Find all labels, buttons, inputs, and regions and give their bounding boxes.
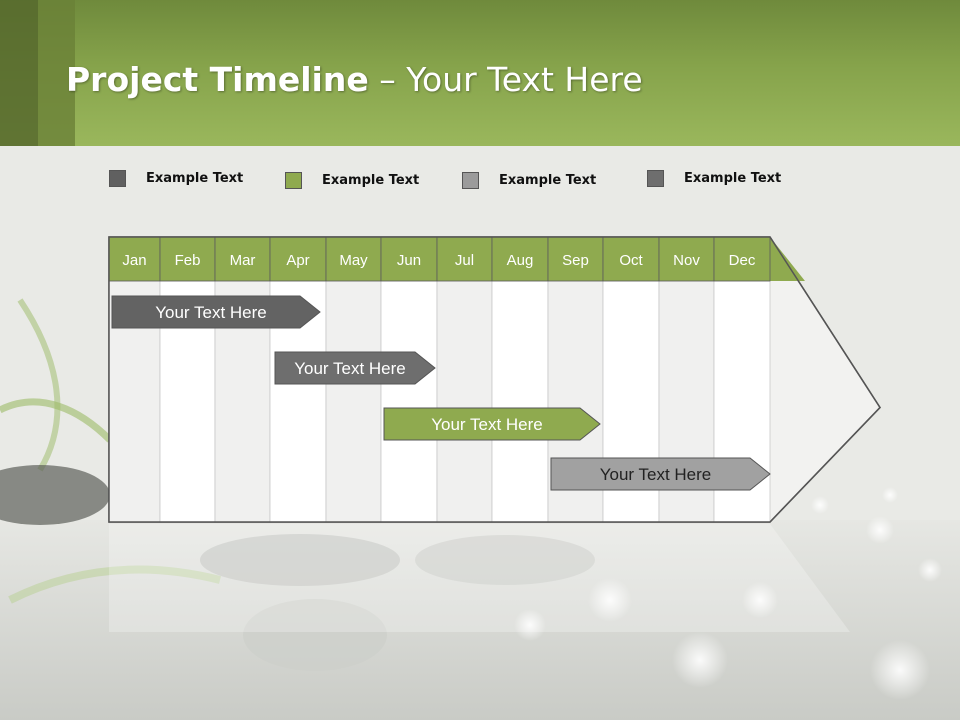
stone-shape: [415, 535, 595, 585]
header-accent-strip: [38, 0, 75, 146]
month-header-cell: [380, 236, 438, 282]
month-header-cell: [547, 236, 604, 282]
month-header-cell: [269, 236, 327, 282]
month-label: Nov: [673, 252, 700, 269]
month-label: May: [339, 252, 368, 269]
month-label: Oct: [619, 252, 643, 269]
month-header-cell: [602, 236, 660, 282]
leaf-shape: [8, 565, 221, 604]
legend-item: Example Text: [285, 172, 419, 189]
droplet-shape: [514, 609, 546, 641]
month-column: [436, 280, 493, 523]
month-header-cell: [436, 236, 493, 282]
month-label: Sep: [562, 252, 589, 269]
timeline-bar: [550, 457, 771, 491]
title-rest: – Your Text Here: [368, 60, 643, 99]
month-label: Dec: [729, 252, 756, 269]
droplet-shape: [811, 496, 829, 514]
droplet-shape: [672, 632, 728, 688]
legend-item: Example Text: [462, 172, 596, 189]
leaf-shape: [17, 298, 61, 472]
month-label: Jan: [122, 252, 146, 269]
legend-label: Example Text: [146, 171, 244, 186]
month-label: Aug: [507, 252, 534, 269]
timeline-bar-label: Your Text Here: [600, 465, 712, 484]
month-header-cell: [658, 236, 715, 282]
timeline-bar-label: Your Text Here: [431, 415, 543, 434]
month-header-cell: [713, 236, 771, 282]
timeline-arrow-outline: [108, 236, 881, 523]
timeline-bar: [111, 295, 321, 329]
month-label: Jul: [455, 252, 474, 269]
legend-label: Example Text: [684, 171, 782, 186]
legend-label: Example Text: [499, 173, 597, 188]
droplet-shape: [870, 640, 930, 700]
timeline-reflection: [109, 524, 850, 632]
month-label: Mar: [230, 252, 256, 269]
legend-swatch: [285, 172, 302, 189]
month-header-cell: [159, 236, 216, 282]
header-accent-strip: [0, 0, 38, 146]
timeline-header-tip: [770, 237, 805, 281]
leaf-shape: [0, 398, 113, 443]
legend-item: Example Text: [647, 170, 781, 187]
legend-label: Example Text: [322, 173, 420, 188]
droplet-shape: [918, 558, 942, 582]
timeline-bar: [383, 407, 601, 441]
droplet-shape: [588, 578, 632, 622]
month-label: Apr: [286, 252, 309, 269]
stone-shape: [243, 599, 387, 671]
month-label: Jun: [397, 252, 421, 269]
timeline-bar-label: Your Text Here: [294, 359, 406, 378]
month-label: Feb: [175, 252, 201, 269]
droplet-shape: [866, 516, 894, 544]
droplet-shape: [882, 487, 898, 503]
month-column: [380, 280, 438, 523]
legend-swatch: [462, 172, 479, 189]
background-scenery: [0, 298, 960, 720]
month-column: [325, 280, 382, 523]
month-column: [491, 280, 549, 523]
month-header-cell: [108, 236, 161, 282]
legend-item: Example Text: [109, 170, 243, 187]
page-title: Project Timeline – Your Text Here: [66, 60, 643, 99]
timeline-bar: [274, 351, 436, 385]
legend-swatch: [647, 170, 664, 187]
stone-shape: [200, 534, 400, 586]
timeline-bar-label: Your Text Here: [155, 303, 267, 322]
header-band: Project Timeline – Your Text Here: [0, 0, 960, 146]
title-bold: Project Timeline: [66, 60, 369, 99]
legend-swatch: [109, 170, 126, 187]
droplet-shape: [742, 582, 778, 618]
stone-shape: [0, 465, 110, 525]
